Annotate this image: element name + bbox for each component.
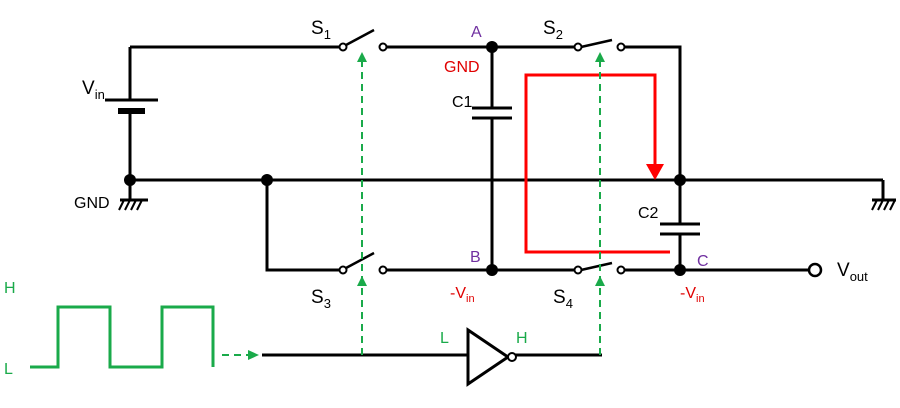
- inverter-gate: [466, 327, 517, 387]
- vout-terminal: [807, 262, 823, 278]
- capacitor-c2: [660, 180, 700, 270]
- ground-rail: [128, 178, 885, 200]
- c1-label: C1: [452, 94, 473, 111]
- capacitor-c1: [472, 47, 512, 270]
- bottom-rail: [265, 180, 810, 272]
- switch-s4: [573, 261, 626, 275]
- ground-symbol-right: [871, 198, 896, 211]
- ground-symbol-left: [118, 198, 148, 211]
- s2-label: S2: [543, 18, 563, 42]
- node-c-label: C: [697, 253, 709, 270]
- inverter-input-label: L: [440, 330, 449, 347]
- vout-label: Vout: [837, 260, 868, 284]
- node-gnd-mid-dot: [261, 174, 273, 186]
- s3-label: S3: [311, 287, 331, 311]
- node-a-label: A: [471, 24, 482, 41]
- vin-battery: [105, 98, 158, 114]
- c2-label: C2: [638, 205, 659, 222]
- switch-s2: [573, 38, 626, 52]
- neg-vin-b-label: -Vin: [450, 285, 475, 305]
- switch-s3: [338, 251, 388, 275]
- top-rail: [128, 45, 682, 180]
- neg-vin-c-label: -Vin: [680, 285, 705, 305]
- clock-high-label: H: [4, 280, 16, 297]
- s4-label: S4: [553, 287, 573, 311]
- junction-nodes: [124, 41, 686, 276]
- node-gnd-left-dot: [124, 174, 136, 186]
- switch-s1: [338, 28, 388, 52]
- node-b-label: B: [470, 249, 481, 266]
- node-gnd-c2-dot: [674, 174, 686, 186]
- vin-label: Vin: [82, 78, 105, 102]
- inverter-output-label: H: [516, 330, 528, 347]
- node-b-dot: [486, 264, 498, 276]
- node-a-dot: [486, 41, 498, 53]
- gnd-left-label: GND: [74, 195, 110, 212]
- s1-label: S1: [311, 18, 331, 42]
- clock-waveform: [30, 305, 215, 369]
- node-c-dot: [674, 264, 686, 276]
- gnd-node-label: GND: [444, 59, 480, 76]
- current-loop-arrow: [524, 73, 670, 254]
- control-lines: [222, 52, 605, 360]
- clock-low-label: L: [4, 361, 13, 378]
